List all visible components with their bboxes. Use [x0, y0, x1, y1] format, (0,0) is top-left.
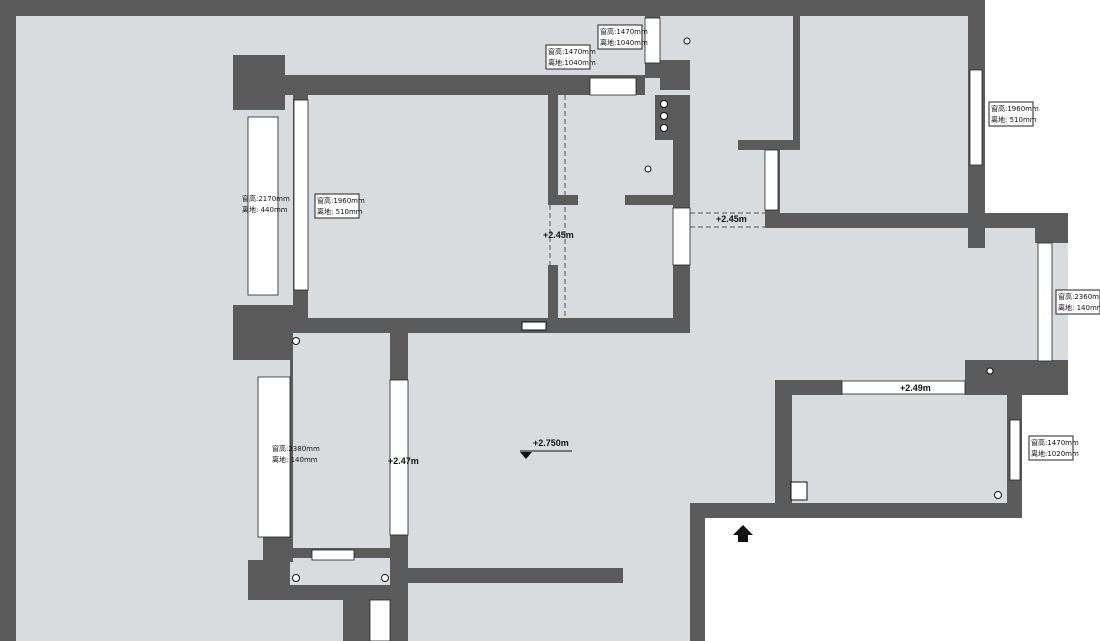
floor-drain-icon [683, 37, 691, 45]
window-label: 窗高:1470mm 离地:1040mm [545, 44, 596, 70]
cabinet-icon [790, 481, 808, 501]
floor-drain-icon [994, 491, 1002, 499]
stove-burner-icon [660, 112, 668, 120]
wall [0, 0, 985, 16]
level-label-study: +2.45m [543, 230, 574, 240]
wall [0, 0, 16, 641]
wall [738, 140, 800, 150]
window-height-text: 窗高:2170mm [242, 194, 290, 203]
window [369, 599, 391, 641]
window-height-text: 窗高:1960mm [991, 104, 1039, 113]
window-label: 窗高:1470mm 离地:1020mm [1028, 435, 1079, 461]
window [247, 116, 279, 296]
wall [965, 380, 975, 395]
floor-drain-icon [292, 337, 300, 345]
fixtures [292, 37, 1002, 582]
window-height-text: 窗高:1470mm [600, 27, 648, 36]
window-sill-text: 离地: 140mm [272, 455, 318, 464]
wall [390, 535, 408, 641]
wall [673, 265, 690, 333]
window-sill-text: 离地: 140mm [1058, 303, 1100, 312]
vent-icon [521, 321, 547, 331]
wall [1007, 395, 1022, 420]
window-label: 窗高:1470mm 离地:1040mm [597, 24, 648, 50]
wall [705, 503, 775, 518]
wall [548, 95, 558, 205]
window-label: 窗高:1960mm 离地: 510mm [988, 101, 1039, 127]
window [841, 380, 966, 395]
level-label-corridor: +2.45m [716, 214, 747, 224]
floor-drain-icon [986, 367, 994, 375]
wall [290, 333, 293, 548]
window [589, 77, 637, 96]
stove-burner-icon [660, 100, 668, 108]
outside-area [705, 518, 1100, 641]
window-label: 窗高:2380mm 离地: 140mm [272, 444, 320, 464]
window-height-text: 窗高:2380mm [272, 444, 320, 453]
wall [968, 228, 985, 248]
floor-drain-icon [292, 574, 300, 582]
wall [233, 305, 293, 360]
wall [548, 265, 558, 318]
wall [293, 318, 690, 333]
window [293, 99, 309, 291]
wall [248, 560, 290, 600]
window-height-text: 窗高:1470mm [1031, 438, 1079, 447]
floor-drain-icon [644, 165, 652, 173]
windows [247, 17, 1053, 641]
wall [280, 333, 293, 348]
window [1009, 419, 1021, 481]
wall [965, 360, 1068, 395]
wall [390, 333, 408, 380]
level-marker-icon [520, 452, 532, 459]
window-height-text: 窗高:2360mm [1058, 292, 1100, 301]
window [672, 207, 691, 266]
window [969, 69, 983, 166]
window [311, 549, 355, 561]
wall [690, 503, 705, 641]
level-label-bedroom-se: +2.49m [900, 383, 931, 393]
window [257, 376, 291, 538]
window-sill-text: 离地: 440mm [242, 205, 288, 214]
wall [775, 380, 792, 518]
window [644, 17, 661, 64]
window-sill-text: 离地:1040mm [548, 58, 596, 67]
window-sill-text: 离地:1020mm [1031, 449, 1079, 458]
window [1037, 242, 1053, 362]
window-label: 窗高:2360mm 离地: 140mm [1055, 289, 1100, 315]
wall [660, 60, 690, 90]
wall [290, 585, 390, 600]
wall [263, 537, 293, 562]
wall [625, 195, 673, 205]
entrance-arrow-icon [733, 525, 753, 542]
wall [793, 16, 800, 148]
wall [285, 75, 645, 95]
wall [233, 55, 285, 110]
dashed-door-lines [549, 95, 765, 318]
window-label: 窗高:2170mm 离地: 440mm [242, 194, 290, 214]
wall [558, 195, 578, 205]
floor-drain-icon [381, 574, 389, 582]
window [389, 379, 409, 536]
wall [408, 568, 623, 583]
window-sill-text: 离地:1040mm [600, 38, 648, 47]
window-sill-text: 离地: 510mm [317, 207, 363, 216]
stove-burner-icon [660, 124, 668, 132]
level-label-living: +2.750m [533, 438, 569, 448]
window [764, 149, 779, 211]
window-label: 窗高:1960mm 离地: 510mm [314, 193, 365, 219]
wall [765, 213, 968, 228]
window-height-text: 窗高:1470mm [548, 47, 596, 56]
wall [1035, 213, 1068, 243]
window-height-text: 窗高:1960mm [317, 196, 365, 205]
wall [775, 503, 1022, 518]
wall [673, 95, 690, 208]
window-sill-text: 离地: 510mm [991, 115, 1037, 124]
level-label-bath: +2.47m [388, 456, 419, 466]
